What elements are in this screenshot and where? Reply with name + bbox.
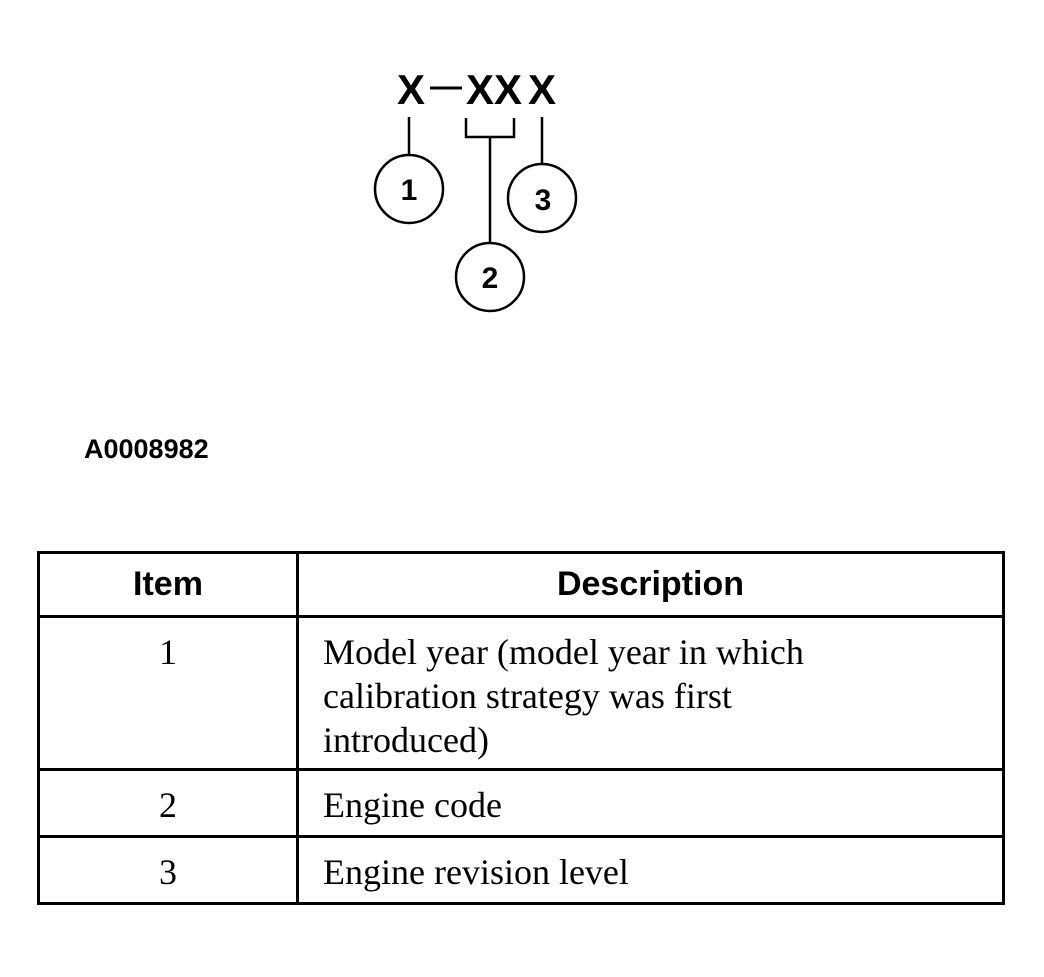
description-line: Engine code — [323, 785, 502, 825]
callout-circle-1 — [373, 153, 445, 225]
table-header-row: Item Description — [37, 551, 1005, 618]
header-description: Description — [296, 551, 1005, 618]
table-row: 3 Engine revision level — [37, 835, 1005, 905]
callout-number-2: 2 — [482, 262, 499, 295]
callout-number-3: 3 — [535, 184, 552, 217]
description-cell: Engine code — [296, 768, 1005, 838]
item-cell: 3 — [37, 835, 299, 905]
legend-table: Item Description 1 Model year (model yea… — [37, 551, 1005, 905]
bracket-2 — [464, 118, 516, 139]
code-chars-engine-code: XX — [466, 66, 522, 113]
figure-id: A0008982 — [84, 434, 209, 464]
description-cell: Engine revision level — [296, 835, 1005, 905]
table-row: 1 Model year (model year in which calibr… — [37, 615, 1005, 771]
item-cell: 2 — [37, 768, 299, 838]
description-line: introduced) — [323, 720, 489, 760]
callout-number-1: 1 — [401, 174, 418, 207]
table-row: 2 Engine code — [37, 768, 1005, 838]
item-cell: 1 — [37, 615, 299, 771]
header-item: Item — [37, 551, 299, 618]
description-cell: Model year (model year in which calibrat… — [296, 615, 1005, 771]
description-line: calibration strategy was first — [323, 676, 732, 716]
callout-circle-2 — [454, 241, 526, 313]
code-char-revision: X — [528, 66, 556, 113]
description-line: Model year (model year in which — [323, 632, 804, 672]
code-char-model-year: X — [397, 66, 425, 113]
description-line: Engine revision level — [323, 852, 629, 892]
code-diagram: X XX X 1 2 3 — [373, 66, 578, 313]
callout-circle-3 — [506, 162, 578, 234]
